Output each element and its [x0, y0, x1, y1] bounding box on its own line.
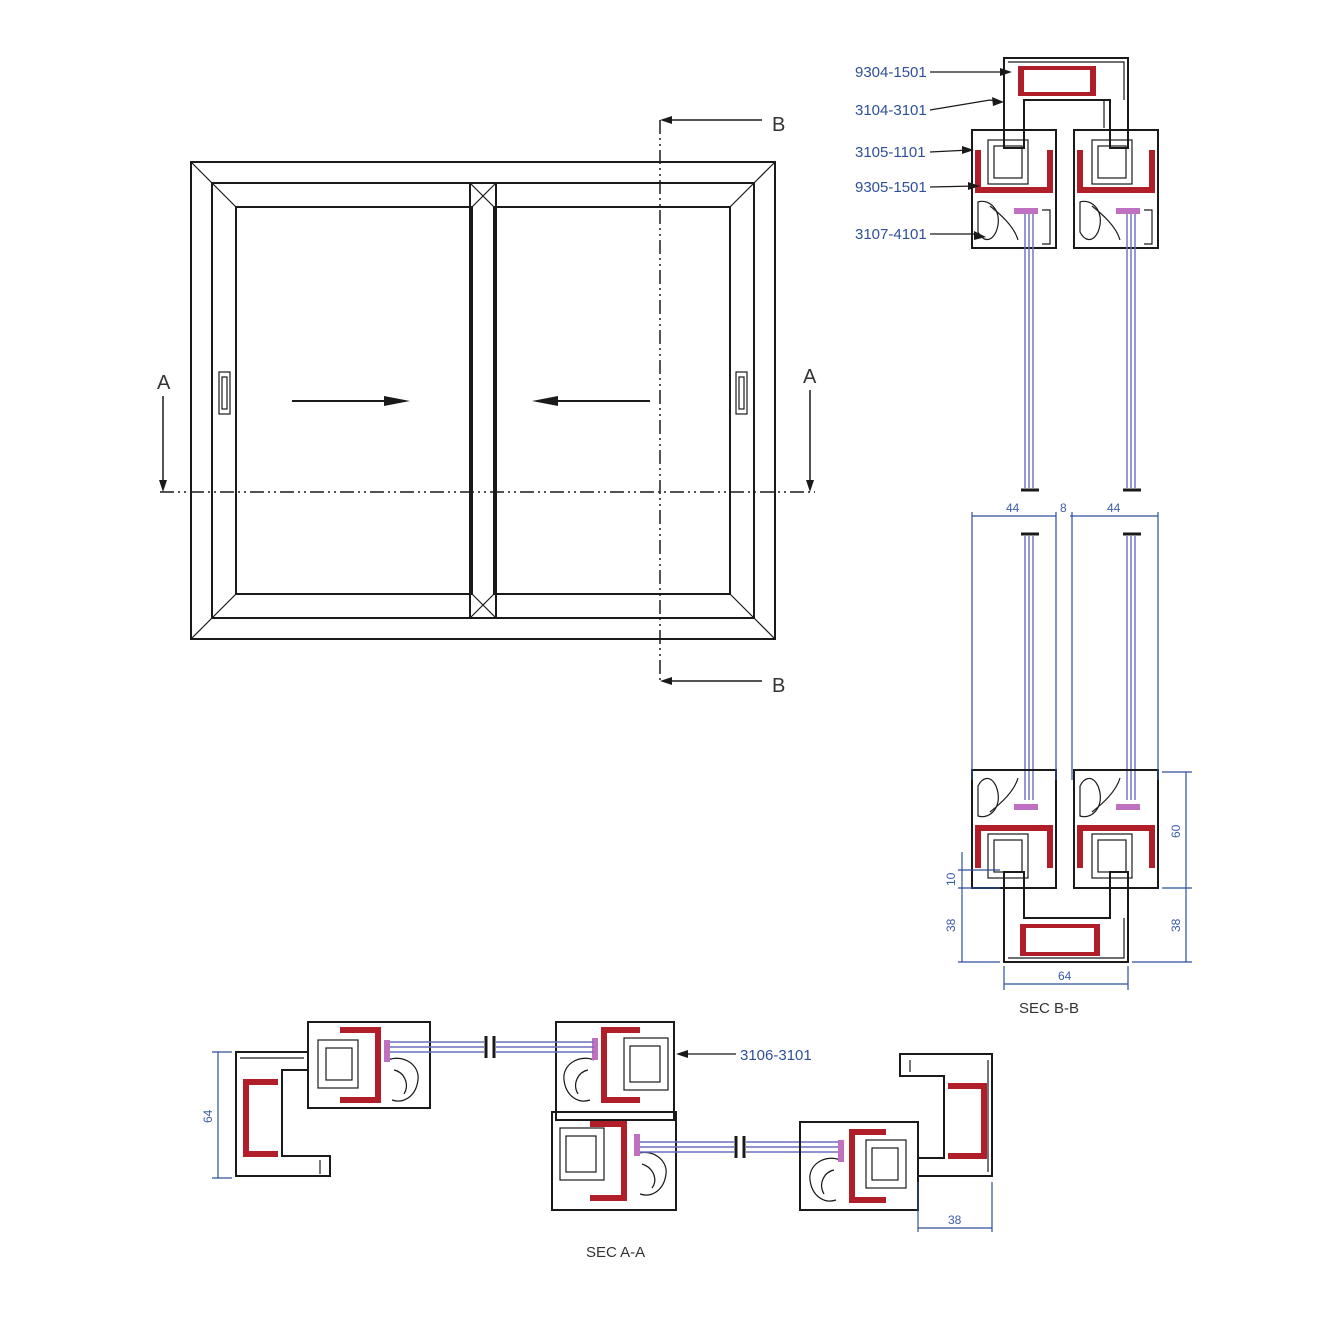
section-a-right-label: A	[803, 366, 817, 388]
section-b-bottom-label: B	[772, 675, 785, 697]
dim-width-right: 44	[1107, 501, 1121, 515]
label-3106-3101: 3106-3101	[740, 1047, 812, 1064]
bb-part-labels: 9304-1501 3104-3101 3105-1101 9305-1501 …	[855, 64, 1012, 243]
slide-left-arrow-icon	[532, 396, 650, 406]
caption-sec-aa: SEC A-A	[586, 1244, 645, 1261]
dim-frame-left: 10	[944, 872, 958, 886]
dim-frame-h-left: 38	[944, 918, 958, 932]
section-aa-drawing: 64 38 3106-3101 SEC A-A	[201, 1021, 993, 1261]
slide-right-arrow-icon	[292, 396, 410, 406]
dim-frame-h-right: 38	[1169, 918, 1183, 932]
outer-frame	[190, 161, 776, 640]
glass-right-top	[1123, 214, 1141, 492]
dim-width-left: 44	[1006, 501, 1020, 515]
section-a-left-label: A	[157, 372, 171, 394]
label-9304-1501: 9304-1501	[855, 64, 927, 81]
left-sash	[211, 182, 497, 619]
aa-left-sash	[307, 1021, 431, 1109]
glass-left-top	[1021, 214, 1039, 492]
window-elevation: A A B B	[157, 114, 817, 697]
glass-right-bottom	[1123, 532, 1141, 800]
bottom-frame-profile	[1003, 871, 1129, 963]
dim-aa-width: 38	[948, 1213, 962, 1227]
right-sash	[469, 182, 755, 619]
dim-gap: 8	[1060, 501, 1067, 515]
dim-frame-width: 64	[1058, 969, 1072, 983]
top-frame-profile	[1003, 57, 1129, 149]
top-right-sash-profile	[1073, 129, 1159, 249]
left-handle	[218, 371, 231, 415]
caption-sec-bb: SEC B-B	[1019, 1000, 1079, 1017]
bottom-right-sash-profile	[1073, 769, 1159, 889]
aa-dimensions: 64 38	[201, 1051, 993, 1232]
aa-glass-center-upper	[492, 1036, 594, 1058]
aa-glass-right	[640, 1136, 842, 1158]
bb-dimensions: 44 8 44 60 38 10 38 64	[944, 501, 1192, 990]
dim-aa-height: 64	[201, 1109, 215, 1123]
section-bb-drawing: 44 8 44 60 38 10 38 64 9304-1501 31	[855, 57, 1192, 1017]
aa-interlock-lower	[551, 1111, 677, 1211]
label-9305-1501: 9305-1501	[855, 179, 927, 196]
glass-left-bottom	[1021, 532, 1039, 800]
dim-height-sash: 60	[1169, 824, 1183, 838]
section-b-top-label: B	[772, 114, 785, 136]
aa-part-label: 3106-3101	[676, 1047, 812, 1064]
label-3107-4101: 3107-4101	[855, 226, 927, 243]
right-handle	[735, 371, 748, 415]
aa-glass-left	[390, 1036, 488, 1058]
aa-interlock-upper	[555, 1021, 675, 1121]
label-3105-1101: 3105-1101	[855, 144, 926, 161]
label-3104-3101: 3104-3101	[855, 102, 927, 119]
aa-left-jamb	[235, 1051, 331, 1177]
section-line-a: A A	[157, 366, 817, 493]
aa-right-sash	[799, 1121, 919, 1211]
aa-right-jamb	[899, 1053, 993, 1177]
section-line-b: B B	[659, 114, 785, 697]
